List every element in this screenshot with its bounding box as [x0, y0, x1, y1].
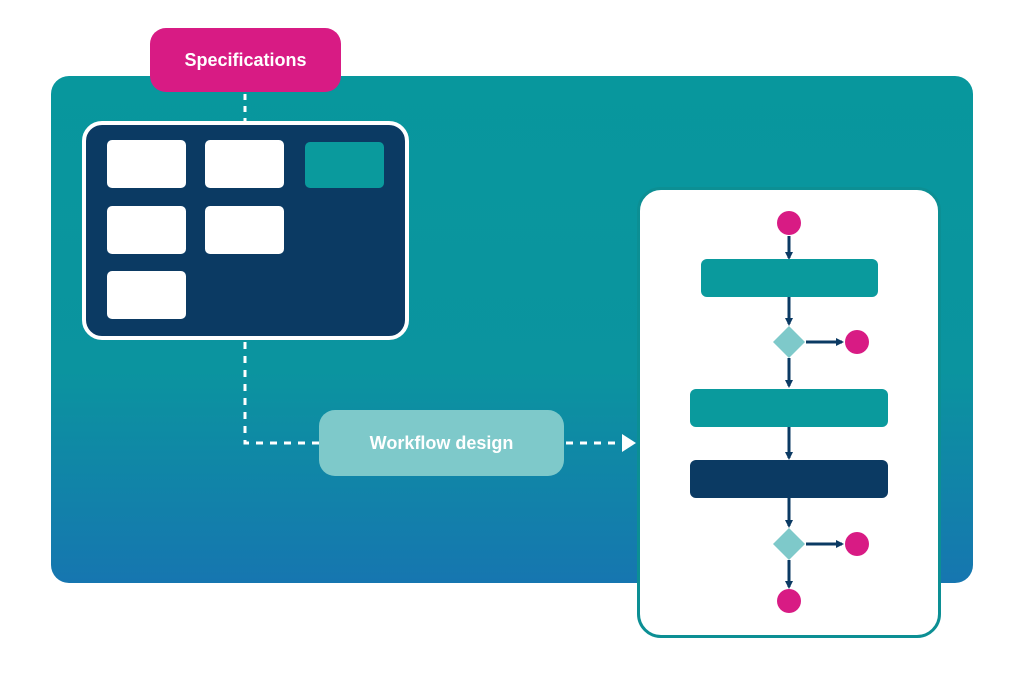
spec-tile: [205, 140, 284, 188]
specifications-board: [82, 121, 409, 340]
spec-tile: [107, 206, 186, 254]
spec-tile: [107, 271, 186, 319]
spec-tile: [205, 206, 284, 254]
specifications-text: Specifications: [184, 49, 307, 70]
workflow-design-text: Workflow design: [369, 432, 514, 453]
flowchart-card: [637, 187, 941, 638]
workflow-design-label: Workflow design: [319, 410, 564, 476]
spec-tile: [107, 140, 186, 188]
specifications-label: Specifications: [150, 28, 341, 92]
spec-tile-accent: [305, 142, 384, 188]
